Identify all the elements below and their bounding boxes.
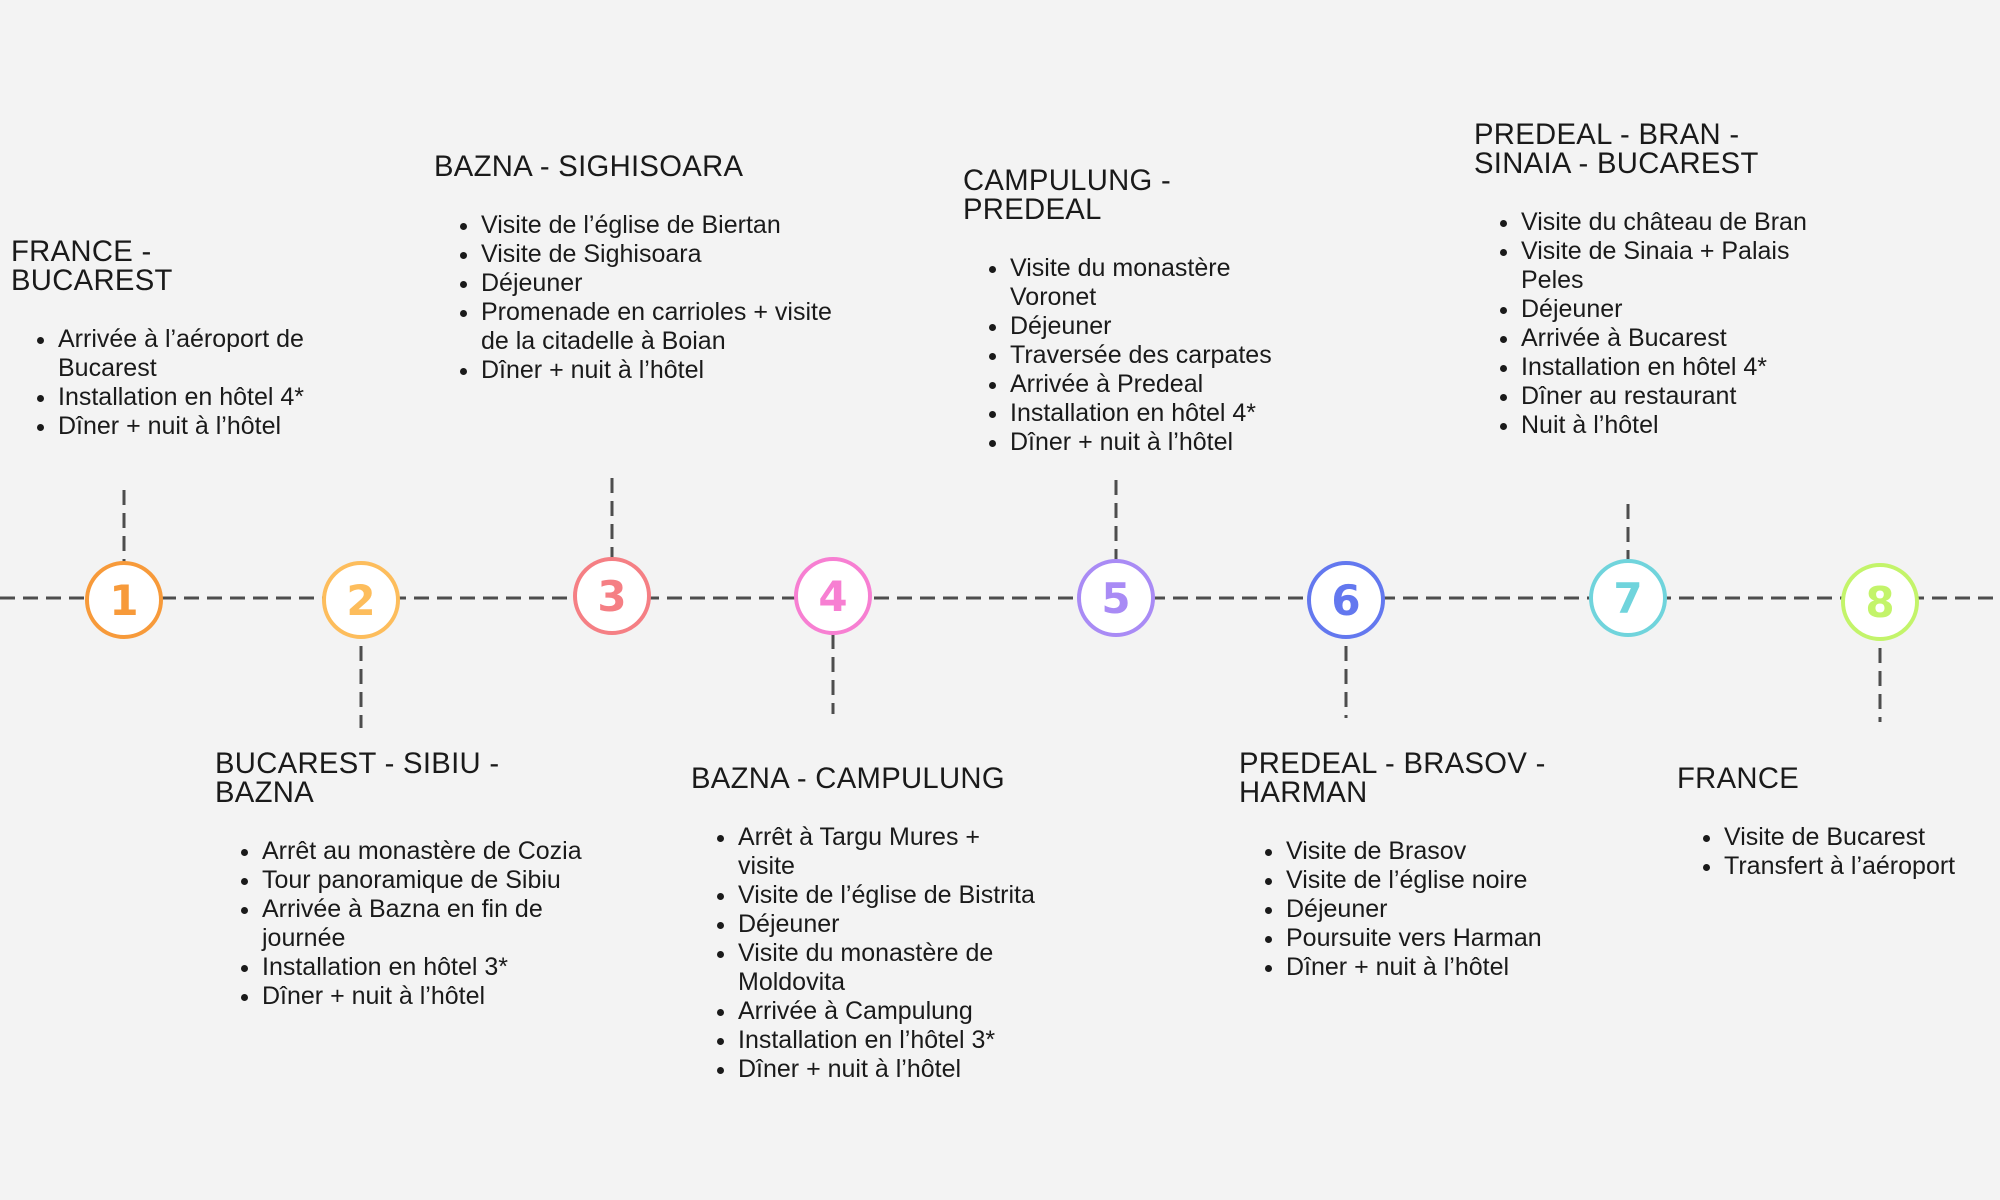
list-item: Arrivée à Bucarest [1521,324,1834,353]
list-item: Dîner + nuit à l’hôtel [1286,953,1584,982]
list-item: Dîner + nuit à l’hôtel [1010,428,1318,457]
list-item: Déjeuner [1521,295,1834,324]
step-7-title: PREDEAL - BRAN - SINAIA - BUCAREST [1474,119,1759,180]
list-item: Déjeuner [738,910,1041,939]
list-item: Poursuite vers Harman [1286,924,1584,953]
step-4-marker [794,557,872,635]
step-3-title: BAZNA - SIGHISOARA [434,151,744,183]
list-item: Visite de l’église de Bistrita [738,881,1041,910]
step-6-list: Visite de Brasov Visite de l’église noir… [1239,837,1584,982]
step-1-marker [85,561,163,639]
list-item: Arrêt au monastère de Cozia [262,837,595,866]
list-item: Dîner + nuit à l’hôtel [481,356,834,385]
step-5-title: CAMPULUNG - PREDEAL [963,165,1172,226]
list-item: Installation en hôtel 3* [262,953,595,982]
step-4-number: 4 [818,572,847,621]
list-item: Promenade en carrioles + visite de la ci… [481,298,834,356]
step-7-number: 7 [1613,574,1642,623]
list-item: Traversée des carpates [1010,341,1318,370]
step-4-title: BAZNA - CAMPULUNG [691,763,1005,795]
list-item: Visite du monastère de Moldovita [738,939,1041,997]
list-item: Déjeuner [481,269,834,298]
step-4-block: BAZNA - CAMPULUNG Arrêt à Targu Mures + … [691,763,1041,1084]
step-2-list: Arrêt au monastère de Cozia Tour panoram… [215,837,595,1011]
list-item: Visite de Bucarest [1724,823,1997,852]
list-item: Arrivée à l’aéroport de Bucarest [58,325,311,383]
step-3-list: Visite de l’église de Biertan Visite de … [434,211,834,385]
list-item: Arrêt à Targu Mures + visite [738,823,1041,881]
step-8-title: FRANCE [1677,763,1800,795]
step-6-marker [1307,561,1385,639]
step-3-marker [573,557,651,635]
list-item: Dîner + nuit à l’hôtel [58,412,311,441]
step-2-block: BUCAREST - SIBIU - BAZNA Arrêt au monast… [215,748,595,1011]
step-6-block: PREDEAL - BRASOV - HARMAN Visite de Bras… [1239,748,1584,982]
step-1-number: 1 [109,576,138,625]
step-8-marker [1841,563,1919,641]
step-7-block: PREDEAL - BRAN - SINAIA - BUCAREST Visit… [1474,119,1834,440]
list-item: Visite du monastère Voronet [1010,254,1318,312]
step-7-marker [1589,559,1667,637]
list-item: Arrivée à Campulung [738,997,1041,1026]
step-2-title: BUCAREST - SIBIU - BAZNA [215,748,500,809]
step-5-number: 5 [1101,574,1130,623]
step-2-marker [322,561,400,639]
list-item: Transfert à l’aéroport [1724,852,1997,881]
list-item: Arrivée à Bazna en fin de journée [262,895,595,953]
list-item: Dîner au restaurant [1521,382,1834,411]
list-item: Dîner + nuit à l’hôtel [262,982,595,1011]
list-item: Visite de l’église noire [1286,866,1584,895]
list-item: Installation en hôtel 4* [1521,353,1834,382]
list-item: Visite de Brasov [1286,837,1584,866]
step-6-number: 6 [1331,576,1360,625]
list-item: Installation en hôtel 4* [1010,399,1318,428]
step-6-title: PREDEAL - BRASOV - HARMAN [1239,748,1546,809]
list-item: Nuit à l’hôtel [1521,411,1834,440]
step-7-list: Visite du château de Bran Visite de Sina… [1474,208,1834,440]
list-item: Visite de Sighisoara [481,240,834,269]
step-5-block: CAMPULUNG - PREDEAL Visite du monastère … [963,165,1318,457]
step-5-list: Visite du monastère Voronet Déjeuner Tra… [963,254,1318,457]
step-1-title: FRANCE - BUCAREST [11,236,173,297]
step-2-number: 2 [346,576,375,625]
step-3-number: 3 [597,572,626,621]
step-8-list: Visite de Bucarest Transfert à l’aéropor… [1677,823,1997,881]
list-item: Arrivée à Predeal [1010,370,1318,399]
step-8-number: 8 [1865,578,1894,627]
list-item: Visite de l’église de Biertan [481,211,834,240]
list-item: Visite du château de Bran [1521,208,1834,237]
list-item: Déjeuner [1010,312,1318,341]
list-item: Déjeuner [1286,895,1584,924]
step-4-list: Arrêt à Targu Mures + visite Visite de l… [691,823,1041,1084]
step-8-block: FRANCE Visite de Bucarest Transfert à l’… [1677,763,1997,881]
list-item: Installation en hôtel 4* [58,383,311,412]
step-1-block: FRANCE - BUCAREST Arrivée à l’aéroport d… [11,236,311,441]
step-3-block: BAZNA - SIGHISOARA Visite de l’église de… [434,151,834,385]
step-5-marker [1077,559,1155,637]
list-item: Tour panoramique de Sibiu [262,866,595,895]
list-item: Installation en l’hôtel 3* [738,1026,1041,1055]
list-item: Dîner + nuit à l’hôtel [738,1055,1041,1084]
list-item: Visite de Sinaia + Palais Peles [1521,237,1834,295]
step-1-list: Arrivée à l’aéroport de Bucarest Install… [11,325,311,441]
